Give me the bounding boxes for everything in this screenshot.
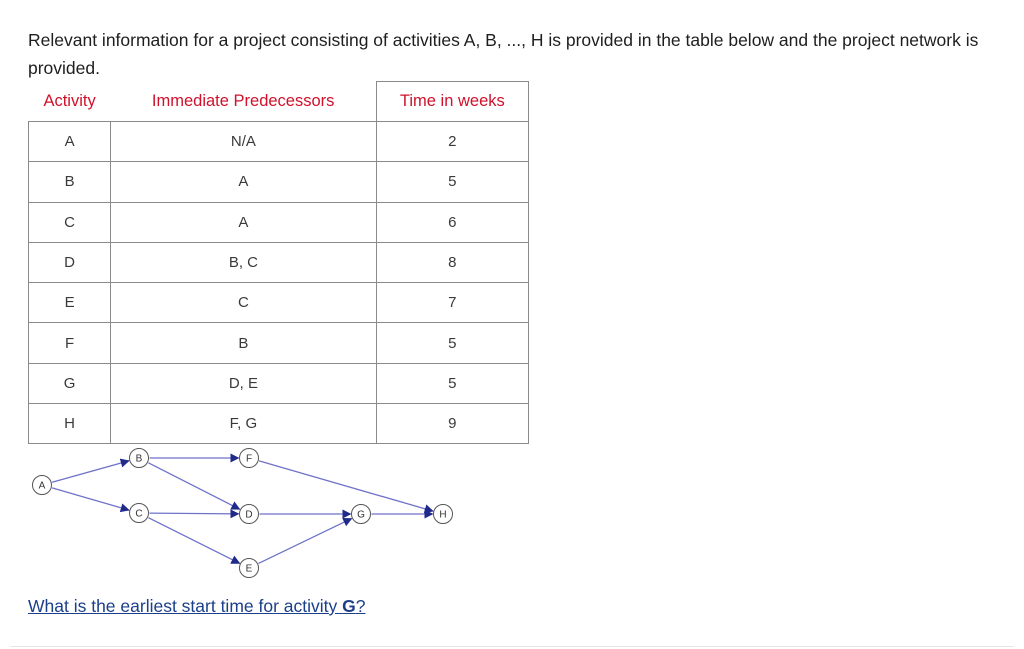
table-row: C A 6 [27,201,530,243]
node-h: H [433,504,453,524]
cell-time: 5 [375,362,530,405]
intro-paragraph: Relevant information for a project consi… [28,30,979,78]
header-time: Time in weeks [375,81,530,122]
table-row: A N/A 2 [27,120,530,163]
node-a: A [32,475,52,495]
header-activity: Activity [28,81,111,122]
activity-table: Activity Immediate Predecessors Time in … [27,81,530,445]
node-label: G [357,510,365,521]
edge-c-d [149,509,240,519]
node-c: C [129,503,149,523]
node-b: B [129,448,149,468]
cell-activity: H [27,403,112,445]
node-g: G [351,504,371,524]
cell-activity: E [27,282,112,324]
network-edges [51,453,434,564]
cell-predecessors: A [110,201,377,243]
cell-activity: F [27,322,112,364]
node-label: D [245,510,252,521]
cell-time: 8 [375,241,530,284]
cell-time: 6 [375,201,530,243]
cell-time: 7 [375,282,530,324]
node-circle [433,504,453,524]
network-nodes: A B C D E F G H [32,448,453,578]
edge-b-d [148,462,241,510]
edge-f-h [258,460,434,514]
cell-predecessors: F, G [110,403,377,445]
table-row: G D, E 5 [27,362,530,405]
table-row: H F, G 9 [27,403,530,445]
node-label: C [135,509,142,520]
edge-e-g [258,518,353,564]
table-row: F B 5 [27,322,530,364]
node-circle [129,448,149,468]
node-label: F [246,454,252,465]
cell-activity: B [27,161,112,203]
node-label: B [136,454,143,465]
edge-a-b [51,458,130,483]
node-circle [32,475,52,495]
node-circle [129,503,149,523]
question-suffix: ? [355,596,366,616]
node-label: E [246,564,253,575]
divider [10,646,1014,647]
node-label: A [39,481,46,492]
cell-time: 9 [375,403,530,445]
table-header-row: Activity Immediate Predecessors Time in … [28,81,530,122]
node-circle [351,504,371,524]
cell-predecessors: D, E [110,362,377,405]
cell-time: 2 [375,120,530,163]
question-prefix: What is the earliest start time for acti… [28,596,343,616]
header-predecessors: Immediate Predecessors [110,81,377,122]
question-link[interactable]: What is the earliest start time for acti… [28,596,365,617]
node-f: F [239,448,259,468]
cell-activity: G [27,362,112,405]
question-activity: G [342,596,356,616]
node-d: D [239,504,259,524]
edge-a-c [51,487,130,513]
node-e: E [239,558,259,578]
node-circle [239,448,259,468]
edge-c-e [148,517,241,564]
node-circle [239,504,259,524]
node-label: H [439,510,446,521]
node-circle [239,558,259,578]
cell-activity: D [27,241,112,284]
